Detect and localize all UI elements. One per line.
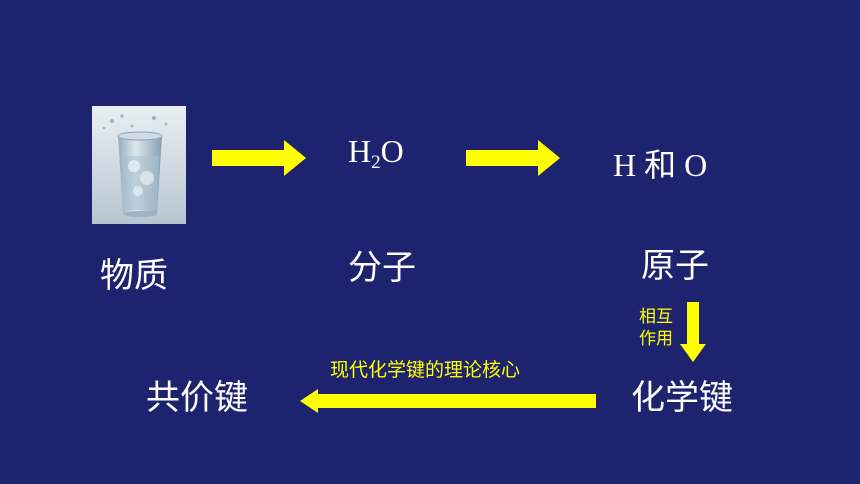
node-atom: 原子 [641,246,709,286]
formula-water-o: O [380,133,404,169]
arrow-atom-to-bond [680,302,706,362]
node-molecule: 分子 [348,248,416,288]
arrow-molecule-to-atom [466,140,560,176]
note-interaction: 相互 作用 [634,306,678,350]
note-interaction-line2: 作用 [639,329,673,349]
formula-elements: H 和 O [613,147,708,183]
caption-core-theory: 现代化学键的理论核心 [330,359,521,381]
node-chemical-bond: 化学键 [631,378,733,418]
formula-water: H2O [348,133,404,173]
formula-water-h: H [348,133,372,169]
water-glass-icon [92,106,186,224]
arrow-substance-to-molecule [212,140,306,176]
node-covalent-bond: 共价键 [146,378,248,418]
arrow-bond-to-covalent [300,389,596,413]
node-substance: 物质 [100,256,168,296]
formula-water-subscript: 2 [371,152,381,173]
note-interaction-line1: 相互 [639,307,673,327]
water-glass-image [92,106,186,224]
